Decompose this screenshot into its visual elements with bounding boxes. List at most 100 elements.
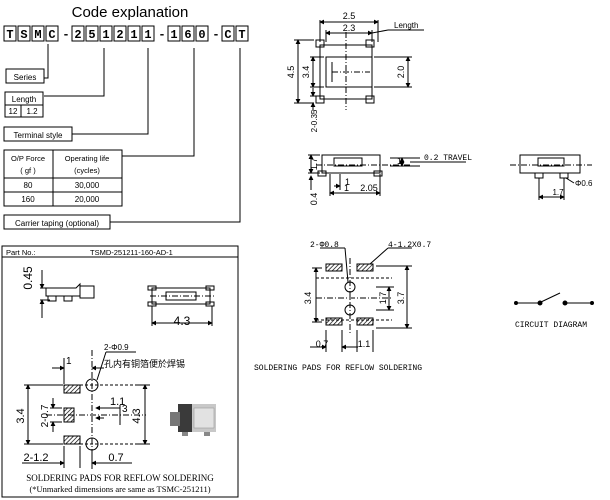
side-dim-one: 1	[397, 156, 402, 166]
terminal-style-label: Terminal style	[14, 131, 63, 140]
pads-left-b2: 0.7	[108, 452, 123, 464]
top-dim-w-outer: 2.5	[343, 11, 356, 21]
series-box	[5, 68, 45, 84]
code-char-box	[85, 25, 99, 42]
op-force-table: O/P Force ( gf ) Operating life (cycles)…	[3, 149, 123, 207]
side-dim-h2: 0.4	[309, 193, 319, 206]
top-dim-h-right: 2.0	[396, 66, 406, 79]
pads-left-h4: 4.3	[131, 408, 143, 423]
top-dim-h-body: 3.4	[301, 66, 311, 79]
code-char: C	[224, 28, 231, 42]
series-label: Series	[14, 73, 37, 82]
side-dim-h1: 1.7	[309, 158, 319, 171]
end-dim-dia: Φ0.6	[575, 179, 593, 188]
code-char-box	[3, 25, 17, 42]
op-header-life-unit: (cycles)	[74, 166, 100, 175]
op-header-force: O/P Force	[11, 154, 45, 163]
side-dim-travel: 0.2 TRAVEL	[424, 154, 472, 163]
carrier-taping-label: Carrier taping (optional)	[15, 219, 99, 228]
side-dim-p2: 1	[344, 183, 349, 193]
op-row-2-life: 20,000	[75, 195, 100, 204]
pads-left-h1: 3.4	[15, 408, 27, 423]
part-footnote: (*Unmarked dimensions are same as TSMC-2…	[29, 484, 210, 494]
switch-photo	[170, 404, 216, 436]
code-char-box	[99, 25, 113, 42]
pads-left-h5: 3	[122, 404, 128, 415]
side-dim-p3: 2.05	[360, 183, 378, 193]
code-char: S	[20, 28, 27, 42]
code-char-box	[113, 25, 127, 42]
pads-dim-b1: 0.7	[316, 339, 329, 349]
pads-left-h2: 2-0.7	[40, 404, 51, 427]
op-row-1-life: 30,000	[75, 181, 100, 190]
part-pads-drawing	[22, 350, 150, 470]
part-dim-h: 0.45	[21, 266, 35, 290]
pads-dim-b2: 1.1	[358, 339, 371, 349]
code-char: 5	[88, 28, 95, 42]
pads-left-h3: 1.1	[110, 396, 125, 408]
circuit-symbol	[514, 292, 594, 306]
code-char: C	[48, 28, 55, 42]
code-char-box	[71, 25, 85, 42]
code-char-box	[127, 25, 141, 42]
solder-pads-right	[310, 247, 412, 352]
code-char: 1	[170, 28, 177, 42]
pads-left-one: 1	[66, 356, 72, 367]
code-char-box	[235, 25, 249, 42]
carrier-taping-box	[3, 214, 111, 230]
code-char: -	[212, 28, 219, 42]
code-char-box	[31, 25, 45, 42]
code-char: T	[6, 28, 13, 42]
pads-left-note: 孔内有铜箔便於焊锡	[104, 358, 185, 369]
code-char: -	[158, 28, 165, 42]
terminal-style-box	[3, 126, 73, 142]
end-dim-w: 1.7	[552, 188, 564, 197]
top-dim-pin: 2-0.35	[310, 109, 319, 132]
code-char-box	[167, 25, 181, 42]
code-char: 2	[74, 28, 81, 42]
part-box: Part No.: TSMD-251211-160-AD-1 0.45 4.3	[1, 245, 239, 498]
code-char: 0	[198, 28, 205, 42]
pads-dim-w2: 1.7	[378, 292, 388, 305]
side-view	[308, 154, 466, 196]
op-row-2-force: 160	[21, 195, 35, 204]
code-char: T	[238, 28, 245, 42]
pads-caption: SOLDERING PADS FOR REFLOW SOLDERING	[254, 364, 422, 373]
pads-holes-label: 2-Φ0.8	[310, 241, 339, 250]
op-row-1-force: 80	[24, 181, 33, 190]
code-char: 2	[116, 28, 123, 42]
code-char-box	[141, 25, 155, 42]
code-char: 1	[102, 28, 109, 42]
code-char-box	[195, 25, 209, 42]
code-char-box	[181, 25, 195, 42]
part-top-view	[147, 285, 216, 326]
code-char: 1	[144, 28, 151, 42]
op-header-force-unit: ( gf )	[20, 166, 36, 175]
top-dim-w-inner: 2.3	[343, 23, 356, 33]
side-dim-p1: 1	[345, 177, 350, 187]
code-char-box	[221, 25, 235, 42]
end-view	[510, 154, 592, 200]
code-char-box	[45, 25, 59, 42]
pads-left-hole: 2-Φ0.9	[104, 343, 129, 352]
code-char: 6	[184, 28, 191, 42]
top-dim-length: Length	[394, 21, 418, 30]
code-char: M	[34, 28, 41, 42]
op-header-life: Operating life	[65, 154, 110, 163]
length-label: Length	[12, 95, 36, 104]
code-char-box	[17, 25, 31, 42]
part-no-value: TSMD-251211-160-AD-1	[90, 248, 173, 257]
length-option-1: 12	[9, 107, 18, 116]
part-dim-w: 4.3	[174, 314, 191, 328]
pads-dim-w3: 3.7	[396, 292, 406, 305]
pads-pads-label: 4-1.2X0.7	[388, 241, 431, 250]
part-side-view	[39, 270, 95, 318]
code-char: 1	[130, 28, 137, 42]
circuit-caption: CIRCUIT DIAGRAM	[515, 321, 587, 330]
part-pads-caption: SOLDERING PADS FOR REFLOW SOLDERING	[26, 473, 214, 483]
length-option-2: 1.2	[26, 107, 38, 116]
code-char: -	[62, 28, 69, 42]
length-option-box-2	[20, 104, 44, 118]
